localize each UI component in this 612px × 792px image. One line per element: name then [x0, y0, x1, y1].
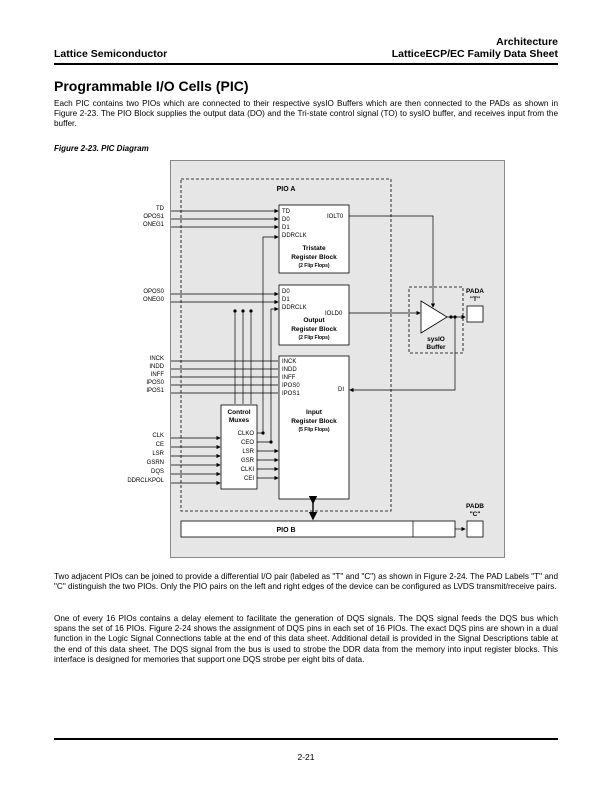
signal-label-dqs: DQS [150, 469, 164, 475]
output-pin: D0 [282, 289, 290, 295]
control-pin: CLKO [238, 431, 255, 437]
control-routing-wires [234, 234, 279, 481]
input-output-wires [160, 358, 278, 486]
control-muxes-title: Control [227, 409, 250, 416]
company-name: Lattice Semiconductor [54, 48, 168, 60]
input-pin: IPOS1 [282, 391, 300, 397]
control-pin: CLKI [241, 467, 255, 473]
pic-diagram-svg: PIO A TD D0 D1 DDRCLK IOLT0 Tristate Reg… [149, 178, 484, 538]
sysio-label: sysIO [427, 336, 445, 343]
input-pin: INDD [282, 367, 297, 373]
pio-a-boundary [180, 178, 392, 512]
padb-label: PADB [466, 503, 484, 510]
signal-label-lsr: LSR [152, 451, 164, 457]
tristate-pin: TD [282, 209, 291, 215]
page-number: 2-21 [297, 752, 315, 762]
input-pin: INCK [282, 359, 296, 365]
signal-label-opos1: OPOS1 [143, 214, 164, 220]
output-out-label: IOLD0 [325, 311, 343, 317]
sysio-buffer-boundary [408, 286, 464, 354]
tristate-pin: D0 [282, 217, 290, 223]
differential-paragraph: Two adjacent PIOs can be joined to provi… [54, 572, 558, 592]
signal-label-inff: INFF [150, 372, 164, 378]
input-block-title: Input [306, 409, 323, 416]
buffer-wires [349, 215, 466, 393]
signal-label-indd: INDD [149, 364, 164, 370]
output-block-note: (2 Flip Flops) [298, 335, 329, 341]
pio-b-label: PIO B [276, 527, 295, 534]
document-title: LatticeECP/EC Family Data Sheet [391, 48, 558, 60]
page-title: Programmable I/O Cells (PIC) [54, 78, 249, 94]
signal-label-ipos0: IPOS0 [146, 380, 164, 386]
input-block-subtitle: Register Block [291, 418, 337, 425]
tristate-block-title: Tristate [302, 245, 326, 252]
pada-type: "T" [470, 296, 480, 303]
footer-rule [54, 738, 558, 740]
control-pin: GSR [241, 458, 255, 464]
signal-label-td: TD [156, 206, 164, 212]
signal-label-oneg1: ONEG1 [142, 222, 164, 228]
tristate-output-label: IOLT0 [327, 214, 344, 220]
signal-label-oneg0: ONEG0 [142, 297, 164, 303]
junction-dots [233, 309, 273, 444]
tristate-register-block [278, 204, 350, 274]
input-pin: IPOS0 [282, 383, 300, 389]
output-block-title: Output [303, 317, 325, 324]
tristate-block-subtitle: Register Block [291, 254, 337, 261]
output-pin: D1 [282, 297, 290, 303]
header-rule [54, 63, 558, 65]
signal-label-inck: INCK [149, 356, 164, 362]
pada-pad [466, 305, 484, 323]
signal-label-ce: CE [155, 442, 164, 448]
sysio-buffer-triangle [420, 300, 448, 334]
dqs-paragraph: One of every 16 PIOs contains a delay el… [54, 614, 558, 664]
input-pin: INFF [282, 375, 296, 381]
control-pin: CEO [241, 440, 254, 446]
signal-label-gsrn: GSRN [146, 460, 164, 466]
signal-label-ipos1: IPOS1 [146, 388, 164, 394]
control-muxes-subtitle: Muxes [229, 417, 250, 424]
padb-pad [466, 520, 484, 538]
signal-label-clk: CLK [152, 433, 164, 439]
output-register-block [278, 284, 350, 346]
signal-label-opos0: OPOS0 [143, 289, 164, 295]
junction-dot [453, 315, 457, 319]
tristate-pin: DDRCLK [282, 233, 307, 239]
control-muxes-block [220, 404, 258, 490]
output-block-subtitle: Register Block [291, 326, 337, 333]
padb-type: "C" [470, 511, 481, 518]
input-block-note: (5 Flip Flops) [298, 427, 329, 433]
tristate-pin: D1 [282, 225, 290, 231]
pic-diagram: PIO A TD D0 D1 DDRCLK IOLT0 Tristate Reg… [149, 160, 505, 558]
tristate-input-wires [161, 208, 279, 305]
signal-label-ddrclkpol: DDRCLKPOL [127, 478, 164, 484]
control-pin: CEI [244, 476, 254, 482]
pio-b-block [180, 520, 456, 538]
left-signal-labels: TD OPOS1 ONEG1 OPOS0 ONEG0 INCK INDD INF… [60, 200, 164, 500]
figure-caption: Figure 2-23. PIC Diagram [54, 144, 149, 153]
input-di-label: DI [338, 387, 344, 393]
pada-label: PADA [466, 288, 484, 295]
junction-dot [449, 315, 453, 319]
tristate-block-note: (2 Flip Flops) [298, 263, 329, 269]
pio-a-label: PIO A [277, 186, 296, 193]
output-pin: DDRCLK [282, 305, 307, 311]
buffer-label: Buffer [426, 344, 446, 351]
intro-paragraph: Each PIC contains two PIOs which are con… [54, 99, 558, 129]
input-register-block [278, 355, 350, 500]
section-header: Architecture [496, 36, 558, 48]
control-pin: LSR [242, 449, 254, 455]
